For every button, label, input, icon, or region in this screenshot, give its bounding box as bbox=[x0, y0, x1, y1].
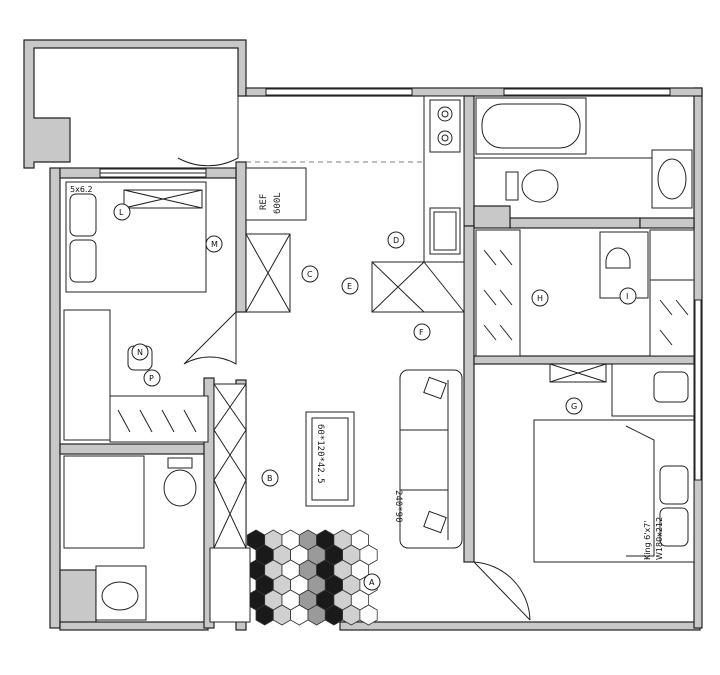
svg-text:A: A bbox=[369, 578, 375, 587]
desk-l-shape bbox=[63, 309, 111, 441]
view-tags: A B C D E F G H I L M N P bbox=[113, 203, 637, 591]
tv-cabinet bbox=[213, 383, 247, 549]
tag-g: G bbox=[565, 397, 583, 415]
bed-small-pillow-2 bbox=[69, 239, 97, 283]
bottom-wall bbox=[59, 621, 209, 631]
bath-bottom-wall bbox=[509, 217, 641, 229]
svg-text:N: N bbox=[137, 348, 143, 357]
toilet-2 bbox=[163, 469, 197, 507]
master-left-wall bbox=[463, 225, 475, 563]
center-wall bbox=[235, 161, 247, 313]
tag-i: I bbox=[619, 287, 637, 305]
cushion-bottom bbox=[423, 510, 447, 534]
wardrobe-left bbox=[475, 229, 521, 357]
shower-area bbox=[63, 455, 145, 549]
cushion-top bbox=[423, 376, 447, 400]
door-balcony bbox=[177, 96, 239, 167]
tag-b: B bbox=[261, 469, 279, 487]
bottom-wall-right bbox=[339, 621, 701, 631]
kitchen: REF 600L bbox=[245, 95, 465, 313]
bedroom-2: 5x6.2 bbox=[63, 181, 209, 443]
tag-l: L bbox=[113, 203, 131, 221]
tag-h: H bbox=[531, 289, 549, 307]
refrigerator-capacity: 600L bbox=[273, 192, 283, 214]
kitchen-bath-wall bbox=[463, 95, 475, 227]
window-top bbox=[265, 88, 413, 96]
toilet-main bbox=[521, 169, 559, 203]
rug-size: 60*120*42.5 bbox=[315, 424, 325, 484]
windows bbox=[99, 88, 702, 481]
master-closet bbox=[475, 229, 695, 357]
svg-text:P: P bbox=[149, 374, 154, 383]
left-bottom-wall bbox=[59, 569, 97, 629]
tag-e: E bbox=[341, 277, 359, 295]
refrigerator bbox=[245, 167, 307, 221]
bathtub bbox=[475, 97, 587, 155]
bathroom-main bbox=[474, 97, 693, 209]
bath-bottom-wall-2 bbox=[639, 217, 695, 229]
sofa-chair bbox=[611, 363, 695, 417]
vanity-desk bbox=[599, 231, 649, 299]
svg-text:M: M bbox=[211, 240, 218, 249]
tag-f: F bbox=[413, 323, 431, 341]
shoe-cabinet bbox=[209, 547, 251, 623]
svg-text:F: F bbox=[419, 328, 424, 337]
svg-text:H: H bbox=[537, 294, 543, 303]
wardrobe-right bbox=[649, 229, 695, 357]
window-bath-top bbox=[503, 88, 671, 96]
sofa bbox=[399, 369, 463, 549]
door-entrance bbox=[473, 561, 531, 621]
master-closet-wall bbox=[473, 355, 695, 365]
tag-n: N bbox=[131, 343, 149, 361]
svg-text:E: E bbox=[347, 282, 352, 291]
tag-a: A bbox=[363, 573, 381, 591]
king-bed-size: W180x212 bbox=[655, 517, 664, 560]
bed-small-pillow-1 bbox=[69, 193, 97, 237]
door-bedroom2 bbox=[183, 310, 237, 365]
kitchen-sink bbox=[429, 207, 461, 255]
tag-m: M bbox=[205, 235, 223, 253]
pillow-1 bbox=[659, 465, 689, 505]
stove bbox=[429, 99, 461, 153]
bedroom2-wardrobe bbox=[109, 395, 209, 443]
hex-tile bbox=[359, 604, 378, 626]
entrance-hex-tiles bbox=[246, 529, 378, 626]
bath-left-wall bbox=[473, 205, 511, 229]
svg-text:I: I bbox=[626, 292, 628, 301]
living-room: 240*90 60*120*42.5 bbox=[213, 369, 463, 549]
svg-text:D: D bbox=[393, 236, 399, 245]
coffee-table-rug bbox=[305, 411, 355, 507]
tag-c: C bbox=[301, 265, 319, 283]
svg-text:B: B bbox=[267, 474, 273, 483]
washbasin-2 bbox=[95, 565, 147, 621]
washbasin bbox=[651, 149, 693, 209]
svg-text:L: L bbox=[119, 208, 124, 217]
bathroom-2 bbox=[63, 455, 197, 621]
refrigerator-label: REF bbox=[259, 194, 269, 210]
window-master bbox=[694, 299, 702, 481]
tag-p: P bbox=[143, 369, 161, 387]
king-bed-label: King 6'x7' bbox=[643, 521, 652, 560]
kitchen-island bbox=[371, 261, 465, 313]
bedroom2-bottom-wall bbox=[59, 443, 211, 455]
balcony-wall bbox=[23, 39, 247, 169]
bed-small-size: 5x6.2 bbox=[70, 185, 93, 194]
svg-text:G: G bbox=[571, 402, 577, 411]
svg-text:C: C bbox=[307, 270, 313, 279]
tag-d: D bbox=[387, 231, 405, 249]
master-bedroom: King 6'x7' W180x212 bbox=[533, 363, 695, 563]
left-outer-wall bbox=[49, 167, 61, 629]
sofa-size: 240*90 bbox=[393, 490, 403, 523]
pillow-2 bbox=[659, 507, 689, 547]
